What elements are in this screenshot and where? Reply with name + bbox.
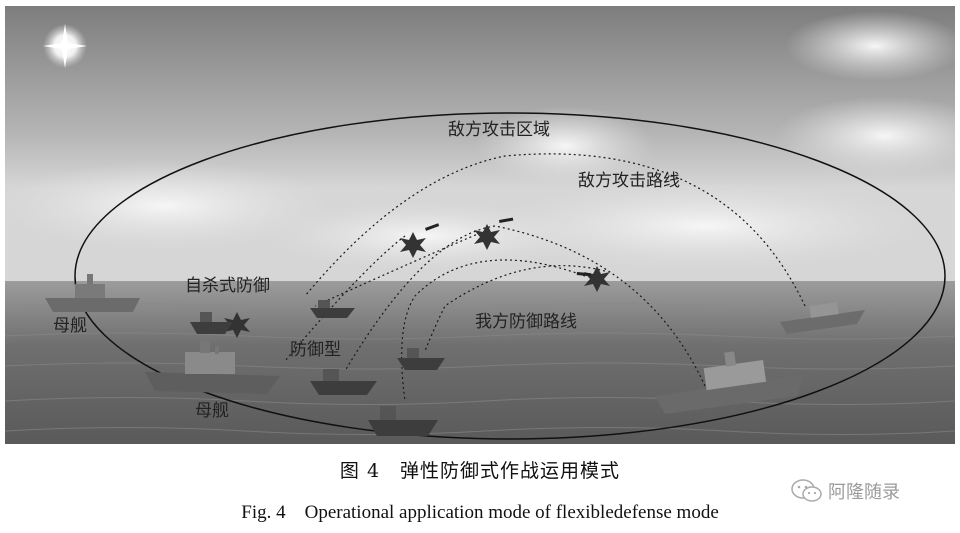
label-enemy-attack-zone: 敌方攻击区域 — [448, 120, 550, 140]
label-defense-type: 防御型 — [290, 340, 341, 360]
watermark: 阿隆随录 — [790, 478, 900, 504]
label-mother-ship-1: 母舰 — [53, 316, 87, 336]
sea — [5, 281, 955, 444]
clouds — [5, 11, 955, 271]
label-suicide-defense: 自杀式防御 — [185, 276, 270, 296]
operational-scene: 敌方攻击区域 敌方攻击路线 自杀式防御 母舰 我方防御路线 防御型 母舰 — [5, 6, 955, 444]
enemy-ship-right — [655, 351, 805, 414]
wechat-icon — [791, 479, 822, 502]
label-enemy-attack-route: 敌方攻击路线 — [578, 171, 680, 191]
label-our-defense-route: 我方防御路线 — [475, 312, 577, 332]
label-mother-ship-2: 母舰 — [195, 401, 229, 421]
sun-icon — [43, 24, 87, 68]
enemy-attack-routes — [284, 153, 806, 402]
watermark-text: 阿隆随录 — [828, 482, 900, 503]
figure-caption-english: Fig. 4 Operational application mode of f… — [241, 502, 719, 523]
unmanned-boats — [190, 300, 445, 436]
mother-ship-left — [45, 274, 140, 312]
missile-icon — [425, 217, 591, 277]
mother-ship-center — [145, 341, 280, 394]
interception-burst-icon — [224, 224, 610, 338]
enemy-ship-far-right — [780, 302, 865, 334]
enemy-attack-zone-boundary — [74, 112, 946, 440]
figure-caption-chinese: 图 4 弹性防御式作战运用模式 — [339, 460, 621, 482]
sea-waves — [5, 303, 955, 435]
